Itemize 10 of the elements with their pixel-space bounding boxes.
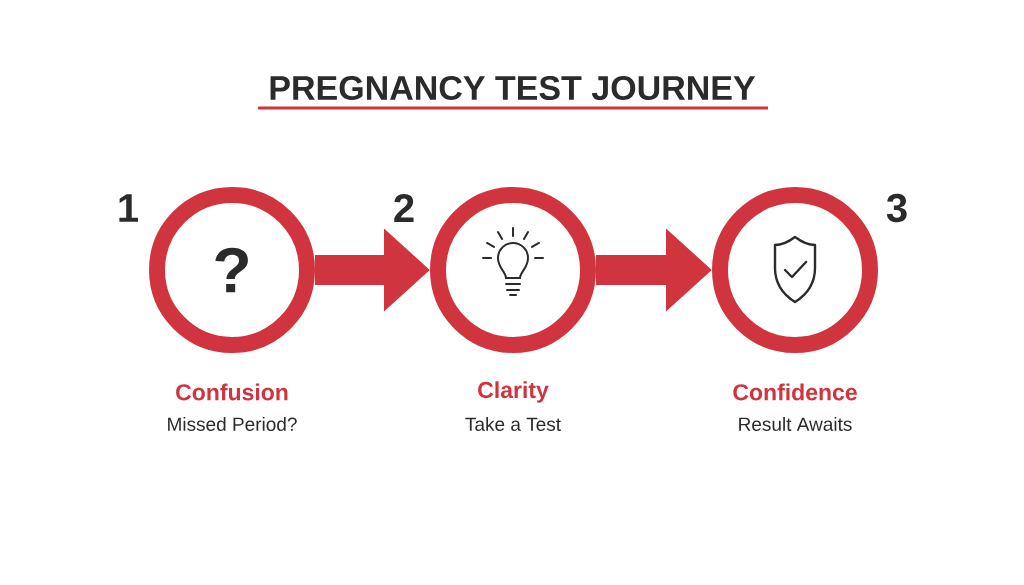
step-number: 1 [119,194,138,222]
step-heading: Confidence [733,383,857,401]
step-number: 2 [394,194,414,222]
step-number: 3 [886,193,907,223]
step-heading: Confusion [176,383,288,401]
step-description: Take a Test [465,417,561,431]
title: PREGNANCY TEST JOURNEY [270,75,756,100]
step-description: Missed Period? [168,417,297,431]
step-description: Result Awaits [739,417,852,431]
step-heading: Clarity [478,381,549,403]
